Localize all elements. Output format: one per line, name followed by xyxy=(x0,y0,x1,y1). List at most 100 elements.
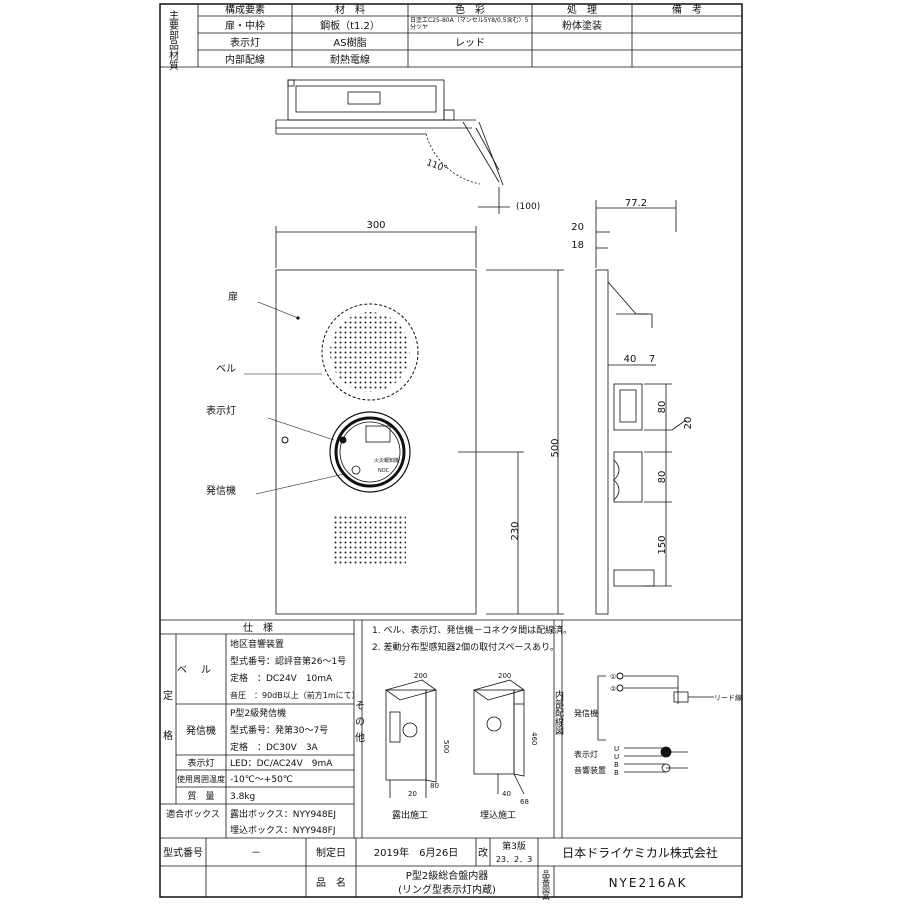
spec-lamp-label: 表示灯 xyxy=(187,757,214,769)
spec-transmitter-name: 発信機 xyxy=(186,724,216,737)
spec-table xyxy=(160,619,742,839)
drawing-label: 品番図番 xyxy=(542,870,551,900)
material-row1-color: 日塗工C25-80A（マンセル5Y8/0.5含む）5分ツヤ xyxy=(410,17,529,31)
front-view xyxy=(275,226,564,615)
embedded-dim-height: 460 xyxy=(530,732,538,745)
material-row3-material: 耐熱電線 xyxy=(330,53,370,66)
note-1: 1. ベル、表示灯、発信機－コネクタ間は配線済。 xyxy=(372,624,572,636)
terminal-top-2: ② xyxy=(610,685,616,693)
dim-80b: 80 xyxy=(657,471,668,484)
spec-temp-value: -10℃～+50℃ xyxy=(230,775,293,785)
drawing-sheet: 主要部品材質 構成要素 材 料 色 彩 処 理 備 考 扉・中枠 鋼板（t1.2… xyxy=(158,0,744,903)
note-2: 2. 差動分布型感知器2個の取付スペースあり。 xyxy=(372,641,559,653)
spec-bell-name: ベル xyxy=(177,664,225,676)
material-row1-material: 鋼板（t1.2） xyxy=(320,19,380,32)
door-lock-icon xyxy=(281,436,289,444)
dim-20: 20 xyxy=(571,222,584,233)
title-block xyxy=(160,838,742,897)
outer-frame xyxy=(159,3,743,898)
wiring-bell: 音響装置 xyxy=(574,765,606,775)
dim-depth: 77.2 xyxy=(625,198,647,209)
spec-side-label: 定格 xyxy=(161,689,173,770)
rev-date: 23．2．3 xyxy=(496,855,532,864)
terminal-bottom-3: B xyxy=(614,761,619,769)
spec-header: 仕 様 xyxy=(243,621,273,634)
other-side-label: その他 xyxy=(353,700,365,748)
material-row3-element: 内部配線 xyxy=(225,53,265,66)
spec-box-label: 適合ボックス xyxy=(166,808,220,820)
exposed-caption: 露出施工 xyxy=(392,809,428,821)
transmitter-label1: 火災報知機 xyxy=(374,457,399,464)
wiring-transmitter: 発信機 xyxy=(574,708,598,718)
spec-transmitter-line3: 定格 ：DC30V 3A xyxy=(230,741,319,753)
spec-transmitter-line2: 型式番号：発第30～7号 xyxy=(230,724,328,736)
spec-box-exposed: 露出ボックス：NYY948EJ xyxy=(230,808,336,820)
material-row2-material: AS樹脂 xyxy=(333,36,366,49)
materials-header-element: 構成要素 xyxy=(225,3,265,16)
terminal-1-icon xyxy=(616,672,624,680)
dim-18: 18 xyxy=(571,240,584,251)
label-door: 扉 xyxy=(228,290,238,303)
wiring-diagram xyxy=(597,675,714,773)
rev-label: 改 xyxy=(478,846,488,859)
material-row2-color: レッド xyxy=(455,38,485,49)
spec-bell-line2: 型式番号：認評音第26～1号 xyxy=(230,655,346,667)
embedded-dim-width: 200 xyxy=(498,672,511,680)
date-value: 2019年 6月26日 xyxy=(374,846,459,859)
leader-lines xyxy=(244,301,345,495)
exposed-dim-b: 80 xyxy=(430,782,439,790)
bell-grille xyxy=(330,312,410,392)
date-label: 制定日 xyxy=(316,846,346,859)
spec-transmitter-line1: P型2級発信機 xyxy=(230,707,286,719)
product-label: 品 名 xyxy=(316,876,346,889)
embedded-dim-b: 68 xyxy=(520,798,529,806)
exposed-dim-a: 20 xyxy=(408,790,417,798)
dim-150: 150 xyxy=(657,535,668,554)
dim-230: 230 xyxy=(510,521,521,540)
label-bell: ベル xyxy=(216,363,236,375)
exposed-dim-height: 500 xyxy=(442,740,450,753)
material-row1-element: 扉・中枠 xyxy=(225,19,265,32)
lower-grille xyxy=(334,516,406,566)
product-line1: P型2級総合盤内器 xyxy=(406,869,488,882)
material-table xyxy=(160,4,742,68)
model-label: 型式番号 xyxy=(163,846,203,859)
dim-7: 7 xyxy=(649,354,655,365)
transmitter-label2: NOC xyxy=(378,468,390,474)
spec-box-embedded: 埋込ボックス：NYY948FJ xyxy=(230,825,335,836)
dim-angle: 110° xyxy=(425,158,449,175)
terminal-top-1: ① xyxy=(610,673,616,681)
spec-temp-label: 使用周囲温度 xyxy=(177,774,225,784)
wiring-lead: リード線 xyxy=(714,693,742,702)
spec-bell-line3: 定格 ：DC24V 10mA xyxy=(230,672,333,684)
dim-20b: 20 xyxy=(683,417,694,430)
dim-40: 40 xyxy=(624,354,637,365)
wiring-lamp: 表示灯 xyxy=(574,749,598,759)
dim-100: (100) xyxy=(516,202,540,212)
door-dot xyxy=(296,316,300,320)
top-view xyxy=(275,79,510,214)
spec-mass-label: 質 量 xyxy=(187,790,214,802)
terminal-bottom-4: B xyxy=(614,769,619,777)
dim-height: 500 xyxy=(550,438,561,457)
spec-mass-value: 3.8kg xyxy=(230,792,255,802)
label-lamp: 表示灯 xyxy=(206,404,236,417)
technical-drawing: 主要部品材質 構成要素 材 料 色 彩 処 理 備 考 扉・中枠 鋼板（t1.2… xyxy=(159,3,743,903)
dim-width: 300 xyxy=(366,220,385,231)
wiring-side-label: 内部配線図 xyxy=(553,689,564,736)
drawing-number: NYE216AK xyxy=(609,876,688,890)
materials-header-material: 材 料 xyxy=(335,3,365,16)
spec-lamp-value: LED：DC/AC24V 9mA xyxy=(230,759,333,769)
side-view xyxy=(595,200,687,615)
embedded-box-iso xyxy=(473,679,525,795)
terminal-bottom-1: U xyxy=(614,745,619,753)
ring-lamp xyxy=(329,411,411,493)
embedded-caption: 埋込施工 xyxy=(480,809,516,821)
exposed-dim-width: 200 xyxy=(414,672,427,680)
materials-header-color: 色 彩 xyxy=(455,3,485,16)
bell-outline xyxy=(321,303,419,401)
product-line2: (リング型表示灯内蔵) xyxy=(398,883,496,896)
terminal-2-icon xyxy=(616,684,624,692)
materials-side-label: 主要部品材質 xyxy=(167,10,179,71)
model-value: － xyxy=(251,848,261,859)
